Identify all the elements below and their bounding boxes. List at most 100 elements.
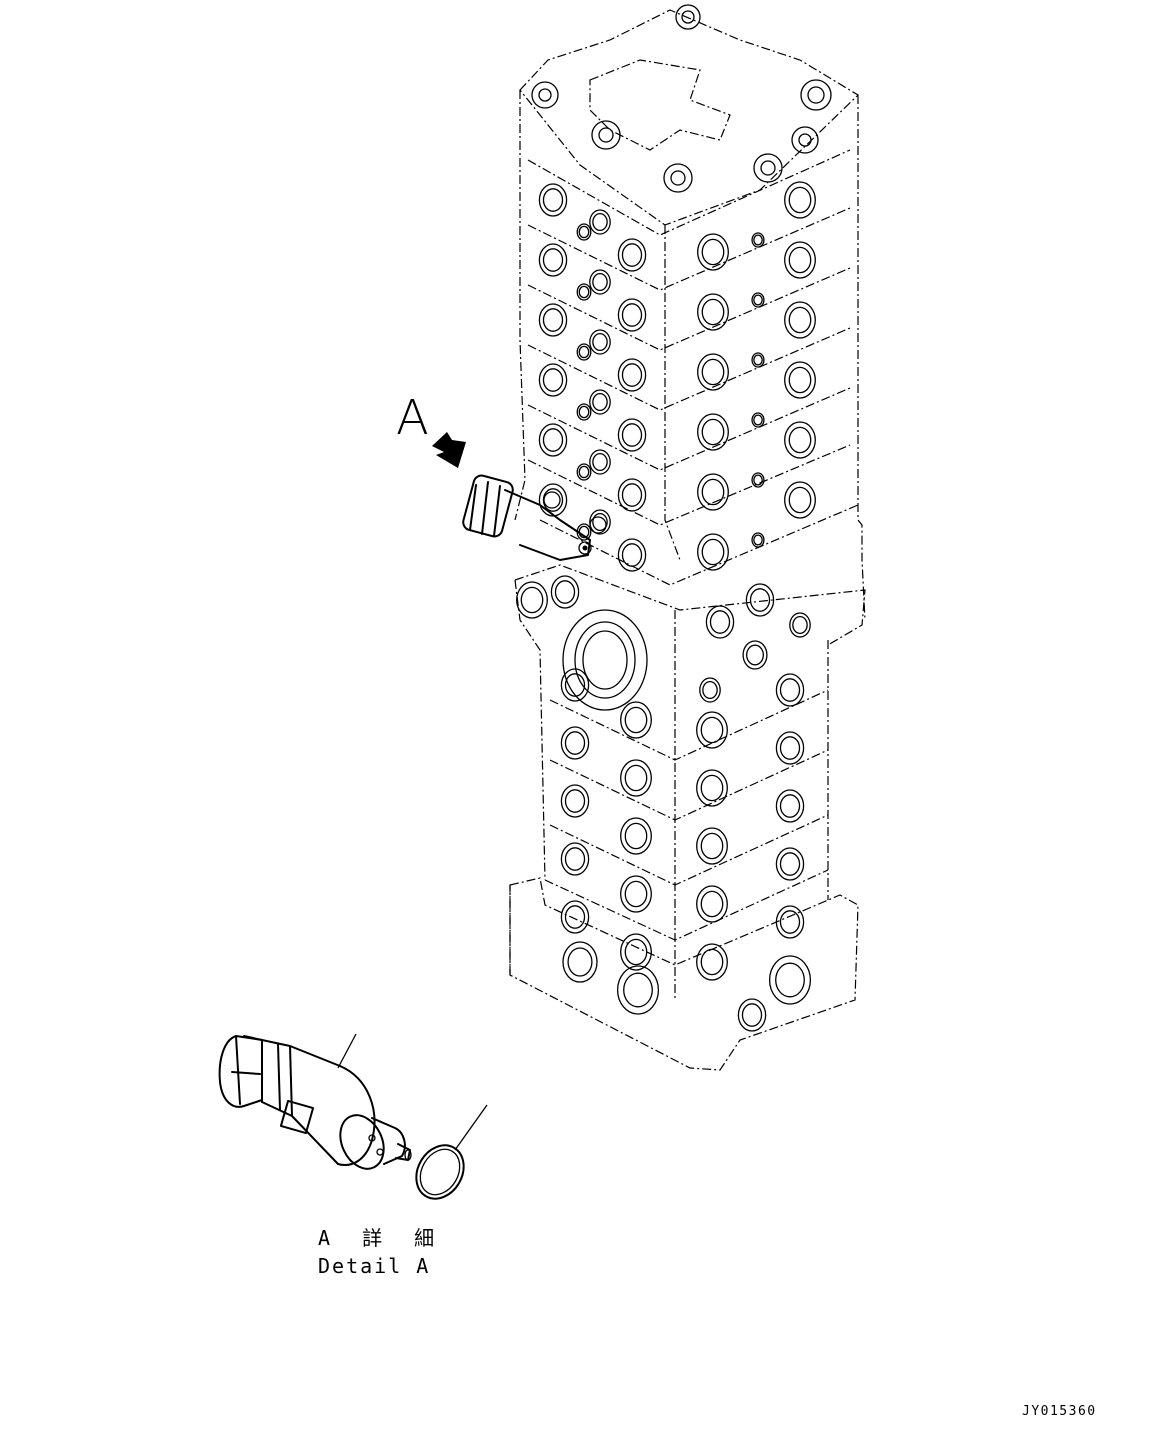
upper-left-face-ports bbox=[538, 183, 647, 572]
port-hole bbox=[789, 612, 811, 638]
port-hole bbox=[538, 423, 568, 457]
port-hole bbox=[576, 283, 592, 301]
port-hole bbox=[542, 188, 564, 212]
upper-right-face-ports bbox=[697, 181, 816, 571]
port-hole bbox=[560, 726, 590, 760]
port-hole bbox=[745, 583, 775, 617]
port-hole bbox=[788, 306, 812, 334]
port-hole bbox=[697, 413, 729, 451]
port-hole bbox=[742, 640, 768, 670]
port-hole bbox=[564, 789, 586, 813]
port-hole bbox=[554, 580, 576, 604]
port-hole bbox=[779, 852, 801, 876]
port-hole bbox=[697, 473, 729, 511]
port-hole bbox=[617, 418, 647, 452]
port-hole bbox=[592, 452, 608, 472]
port-hole bbox=[779, 678, 801, 702]
port-hole bbox=[542, 368, 564, 392]
port-hole bbox=[746, 644, 764, 666]
port-hole bbox=[779, 736, 801, 760]
port-hole bbox=[788, 366, 812, 394]
port-hole bbox=[617, 478, 647, 512]
port-hole bbox=[616, 965, 660, 1015]
port-hole bbox=[751, 412, 765, 428]
port-hole bbox=[550, 575, 580, 609]
port-hole bbox=[520, 586, 544, 614]
port-hole bbox=[779, 910, 801, 934]
port-hole bbox=[624, 706, 648, 734]
port-hole bbox=[564, 905, 586, 929]
relief-valve-cartridge bbox=[218, 1033, 412, 1170]
port-hole bbox=[592, 212, 608, 232]
port-hole bbox=[701, 238, 725, 266]
port-hole bbox=[578, 225, 590, 239]
port-hole bbox=[560, 668, 590, 702]
port-hole bbox=[564, 731, 586, 755]
port-hole bbox=[784, 241, 816, 279]
port-hole bbox=[623, 972, 653, 1008]
port-hole bbox=[620, 933, 652, 971]
port-hole bbox=[753, 414, 763, 426]
port-hole bbox=[696, 827, 728, 865]
port-hole bbox=[751, 532, 765, 548]
large-side-port bbox=[562, 609, 648, 711]
port-hole bbox=[617, 358, 647, 392]
port-hole bbox=[538, 363, 568, 397]
port-hole bbox=[576, 223, 592, 241]
port-hole bbox=[621, 423, 643, 447]
port-hole bbox=[538, 243, 568, 277]
port-hole bbox=[784, 421, 816, 459]
port-hole bbox=[589, 269, 611, 295]
port-hole bbox=[741, 1003, 763, 1027]
port-hole bbox=[592, 332, 608, 352]
port-hole bbox=[697, 533, 729, 571]
port-hole bbox=[621, 543, 643, 567]
detail-title-jp: A 詳 細 bbox=[318, 1226, 445, 1250]
port-hole bbox=[578, 345, 590, 359]
lower-valve-block bbox=[509, 564, 866, 1071]
port-hole bbox=[775, 731, 805, 765]
port-hole bbox=[697, 233, 729, 271]
port-hole bbox=[701, 418, 725, 446]
port-hole bbox=[538, 303, 568, 337]
port-hole bbox=[567, 947, 593, 977]
port-hole bbox=[788, 426, 812, 454]
port-hole bbox=[775, 789, 805, 823]
port-hole bbox=[792, 615, 808, 635]
view-marker-label: A bbox=[396, 390, 429, 446]
port-hole bbox=[699, 677, 721, 703]
port-hole bbox=[768, 955, 812, 1005]
port-hole bbox=[621, 483, 643, 507]
port-hole bbox=[621, 303, 643, 327]
port-hole bbox=[753, 534, 763, 546]
port-hole bbox=[578, 285, 590, 299]
port-hole bbox=[696, 885, 728, 923]
port-hole bbox=[620, 817, 652, 855]
port-hole bbox=[578, 465, 590, 479]
port-hole bbox=[624, 764, 648, 792]
port-hole bbox=[749, 588, 771, 612]
port-hole bbox=[542, 308, 564, 332]
port-hole bbox=[617, 298, 647, 332]
port-hole bbox=[784, 361, 816, 399]
port-hole bbox=[701, 478, 725, 506]
port-hole bbox=[560, 900, 590, 934]
port-hole bbox=[617, 238, 647, 272]
upper-valve-block bbox=[514, 9, 866, 621]
port-hole bbox=[621, 363, 643, 387]
port-hole bbox=[779, 794, 801, 818]
drawing-code: JY015360 bbox=[1022, 1404, 1097, 1419]
port-hole bbox=[538, 483, 568, 517]
port-hole bbox=[696, 711, 728, 749]
port-hole bbox=[775, 905, 805, 939]
port-hole bbox=[617, 538, 647, 572]
port-hole bbox=[700, 832, 724, 860]
port-hole bbox=[564, 847, 586, 871]
port-hole bbox=[538, 183, 568, 217]
o-ring bbox=[415, 1104, 488, 1200]
port-hole bbox=[701, 538, 725, 566]
port-hole bbox=[700, 890, 724, 918]
port-hole bbox=[560, 784, 590, 818]
port-hole bbox=[784, 301, 816, 339]
